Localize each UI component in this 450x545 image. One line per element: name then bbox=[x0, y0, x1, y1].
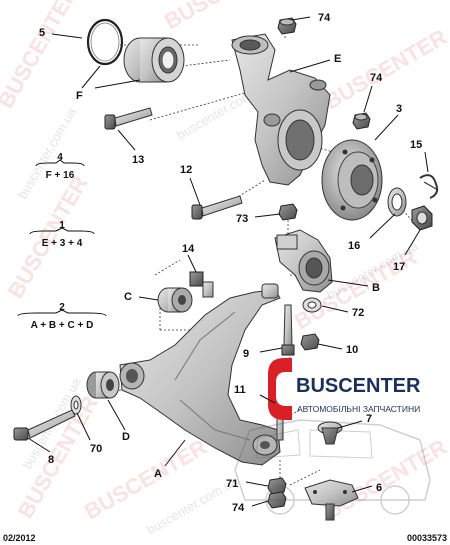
callout-71: 71 bbox=[226, 478, 238, 490]
nut-74-bottom bbox=[267, 491, 287, 509]
group-id: 4 bbox=[57, 152, 63, 163]
rear-bushing-bracket bbox=[274, 229, 333, 293]
wheel-hub bbox=[321, 139, 383, 221]
steering-knuckle bbox=[231, 33, 331, 186]
nut-71 bbox=[267, 477, 287, 495]
callout-70: 70 bbox=[90, 443, 102, 455]
nut-74-top bbox=[277, 17, 297, 35]
callout-13: 13 bbox=[132, 154, 144, 166]
group-id: 2 bbox=[59, 302, 65, 313]
group-formula: A + B + C + D bbox=[31, 320, 94, 331]
assembly-group-2: 2 A + B + C + D bbox=[17, 302, 107, 331]
callout-72: 72 bbox=[352, 307, 364, 319]
logo-brand-name: BUSCENTER bbox=[296, 375, 421, 397]
callout-E: E bbox=[334, 53, 341, 65]
callout-D: D bbox=[122, 431, 130, 443]
callout-17: 17 bbox=[393, 261, 405, 273]
callout-7: 7 bbox=[366, 413, 372, 425]
footer-date: 02/2012 bbox=[3, 533, 36, 543]
callout-F: F bbox=[76, 90, 83, 102]
callout-C: C bbox=[124, 291, 132, 303]
vehicle-silhouette bbox=[234, 419, 431, 515]
ball-joint-6 bbox=[304, 479, 359, 521]
hub-bearing-ring bbox=[387, 187, 407, 217]
callout-11: 11 bbox=[234, 384, 246, 396]
bolt-8 bbox=[13, 409, 76, 441]
bolt-12 bbox=[191, 195, 243, 220]
bushing-d bbox=[86, 371, 120, 399]
callout-B: B bbox=[372, 282, 380, 294]
bolt-13 bbox=[104, 107, 153, 130]
wheel-bearing bbox=[123, 37, 185, 83]
lower-control-arm bbox=[119, 283, 281, 466]
watermark-brand: BUSCENTER bbox=[0, 0, 83, 113]
callout-10: 10 bbox=[346, 344, 358, 356]
group-formula: E + 3 + 4 bbox=[42, 238, 83, 249]
nut-74-mid bbox=[352, 112, 371, 130]
assembly-group-4: 4 F + 16 bbox=[35, 152, 85, 181]
callout-3: 3 bbox=[396, 103, 402, 115]
assembly-group-1: 1 E + 3 + 4 bbox=[29, 220, 95, 249]
bushing-block bbox=[189, 271, 214, 298]
split-pin bbox=[419, 174, 439, 199]
front-bushing-c bbox=[157, 287, 193, 313]
leader-lines bbox=[27, 16, 429, 507]
watermark-brand: BUSCENTER bbox=[320, 24, 450, 114]
group-formula: F + 16 bbox=[46, 170, 75, 181]
group-id: 1 bbox=[59, 220, 65, 231]
nut-10 bbox=[300, 333, 320, 351]
callout-A: A bbox=[154, 468, 162, 480]
callout-8: 8 bbox=[48, 454, 54, 466]
callout-73: 73 bbox=[236, 213, 248, 225]
footer-code: 00033573 bbox=[407, 533, 447, 543]
nut-73 bbox=[278, 203, 298, 221]
castle-nut bbox=[411, 205, 433, 231]
callout-14: 14 bbox=[182, 243, 195, 255]
circlip-ring bbox=[86, 18, 124, 66]
washer-70 bbox=[70, 395, 82, 415]
callout-9: 9 bbox=[243, 348, 249, 360]
callout-74: 74 bbox=[232, 502, 245, 514]
bolt-9 bbox=[281, 304, 295, 356]
callout-74: 74 bbox=[370, 72, 383, 84]
watermark-brand: BUSCENTER bbox=[160, 0, 291, 34]
ball-joint-7 bbox=[317, 421, 343, 445]
callout-16: 16 bbox=[348, 240, 360, 252]
logo-subtitle: АВТОМОБІЛЬНІ ЗАПЧАСТИНИ bbox=[297, 404, 420, 414]
callout-labels: 5 74 E 74 3 F 13 15 12 73 16 17 14 B C 7… bbox=[39, 12, 422, 514]
callout-12: 12 bbox=[180, 164, 192, 176]
callout-5: 5 bbox=[39, 27, 45, 39]
callout-74: 74 bbox=[318, 12, 331, 24]
buscenter-logo: BUSCENTER АВТОМОБІЛЬНІ ЗАПЧАСТИНИ bbox=[268, 358, 421, 420]
washer-72 bbox=[302, 297, 322, 313]
callout-6: 6 bbox=[376, 482, 382, 494]
callout-15: 15 bbox=[410, 139, 422, 151]
